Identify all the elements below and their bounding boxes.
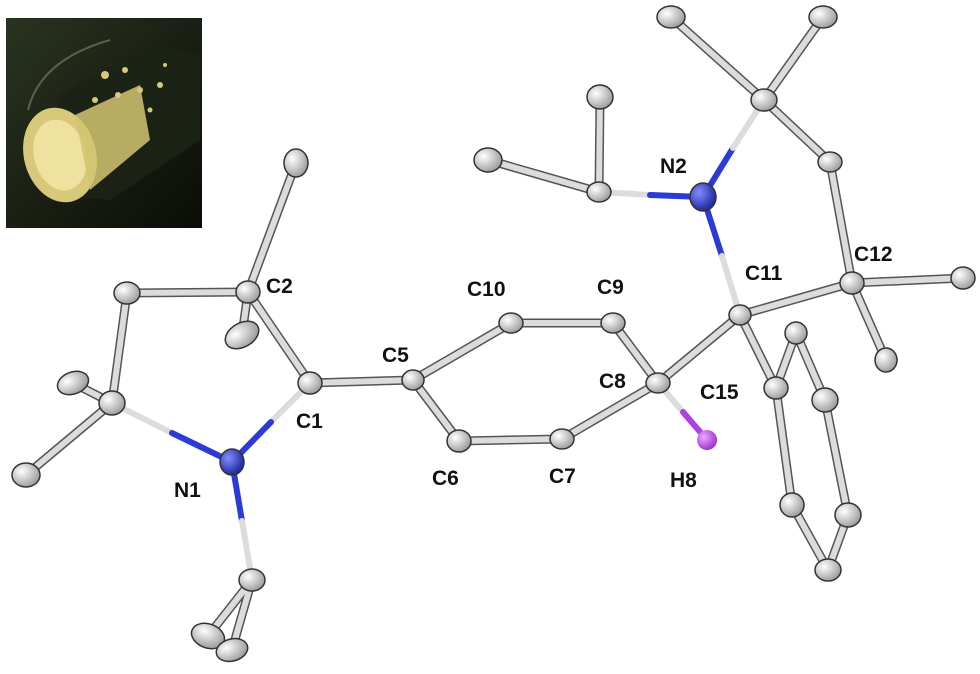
atoms <box>11 5 976 663</box>
label-n2: N2 <box>660 155 687 178</box>
label-c7: C7 <box>549 465 576 488</box>
label-c1: C1 <box>296 410 323 433</box>
inset-photo <box>6 18 202 228</box>
label-c12: C12 <box>854 243 893 266</box>
atom-labels: C2 C1 N1 C5 C6 C10 C7 C9 C8 H8 N2 C11 C1… <box>174 155 893 502</box>
label-n1: N1 <box>174 479 201 502</box>
label-c15: C15 <box>700 381 739 404</box>
label-h8: H8 <box>670 469 697 492</box>
label-c10: C10 <box>467 278 506 301</box>
label-c11: C11 <box>745 262 783 285</box>
label-c5: C5 <box>382 344 409 367</box>
label-c2: C2 <box>266 275 293 298</box>
label-c6: C6 <box>432 467 459 490</box>
label-c8: C8 <box>599 370 626 393</box>
label-c9: C9 <box>597 276 624 299</box>
